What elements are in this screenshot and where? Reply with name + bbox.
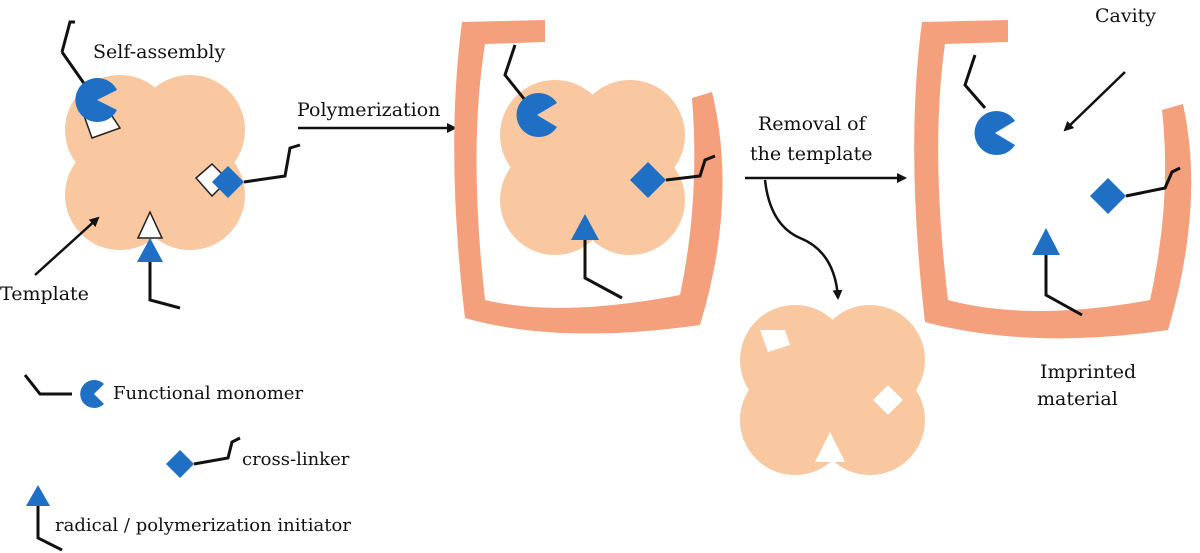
legend: Functional monomer cross-linker radical …: [25, 375, 351, 550]
legend-initiator-label: radical / polymerization initiator: [55, 515, 351, 536]
imprinted-polymer-matrix: [914, 20, 1191, 338]
legend-cross-linker-label: cross-linker: [242, 449, 350, 470]
stage-polymerized: [454, 20, 722, 334]
removal-label-line2: the template: [750, 143, 873, 165]
polymerization-step: Polymerization: [297, 99, 455, 128]
legend-functional-monomer: Functional monomer: [25, 375, 303, 408]
triangle-icon: [26, 485, 50, 506]
cavity-label: Cavity: [1095, 5, 1156, 27]
legend-initiator: radical / polymerization initiator: [26, 485, 351, 550]
stage-self-assembly: Self-assembly Template: [0, 22, 300, 308]
cavity-pointer-arrow: [1065, 72, 1125, 130]
legend-functional-monomer-label: Functional monomer: [113, 383, 303, 404]
functional-monomer-icon: [965, 55, 1015, 155]
released-template: [740, 305, 925, 475]
self-assembly-label: Self-assembly: [93, 41, 225, 63]
pacman-icon: [80, 380, 104, 408]
initiator-icon: [137, 238, 180, 308]
legend-cross-linker: cross-linker: [166, 438, 350, 478]
removal-step: Removal of the template: [745, 113, 905, 298]
diamond-icon: [166, 450, 194, 478]
imprinted-label-line1: Imprinted: [1040, 361, 1136, 383]
initiator-icon: [1032, 228, 1082, 315]
template-label: Template: [0, 283, 89, 305]
polymerization-label: Polymerization: [297, 99, 440, 121]
released-template-arrow: [765, 180, 838, 298]
imprinted-label-line2: material: [1037, 388, 1118, 410]
removal-label-line1: Removal of: [758, 113, 868, 135]
stage-imprinted: Cavity Imprinted material: [914, 5, 1191, 410]
template-pointer-arrow: [35, 218, 98, 275]
